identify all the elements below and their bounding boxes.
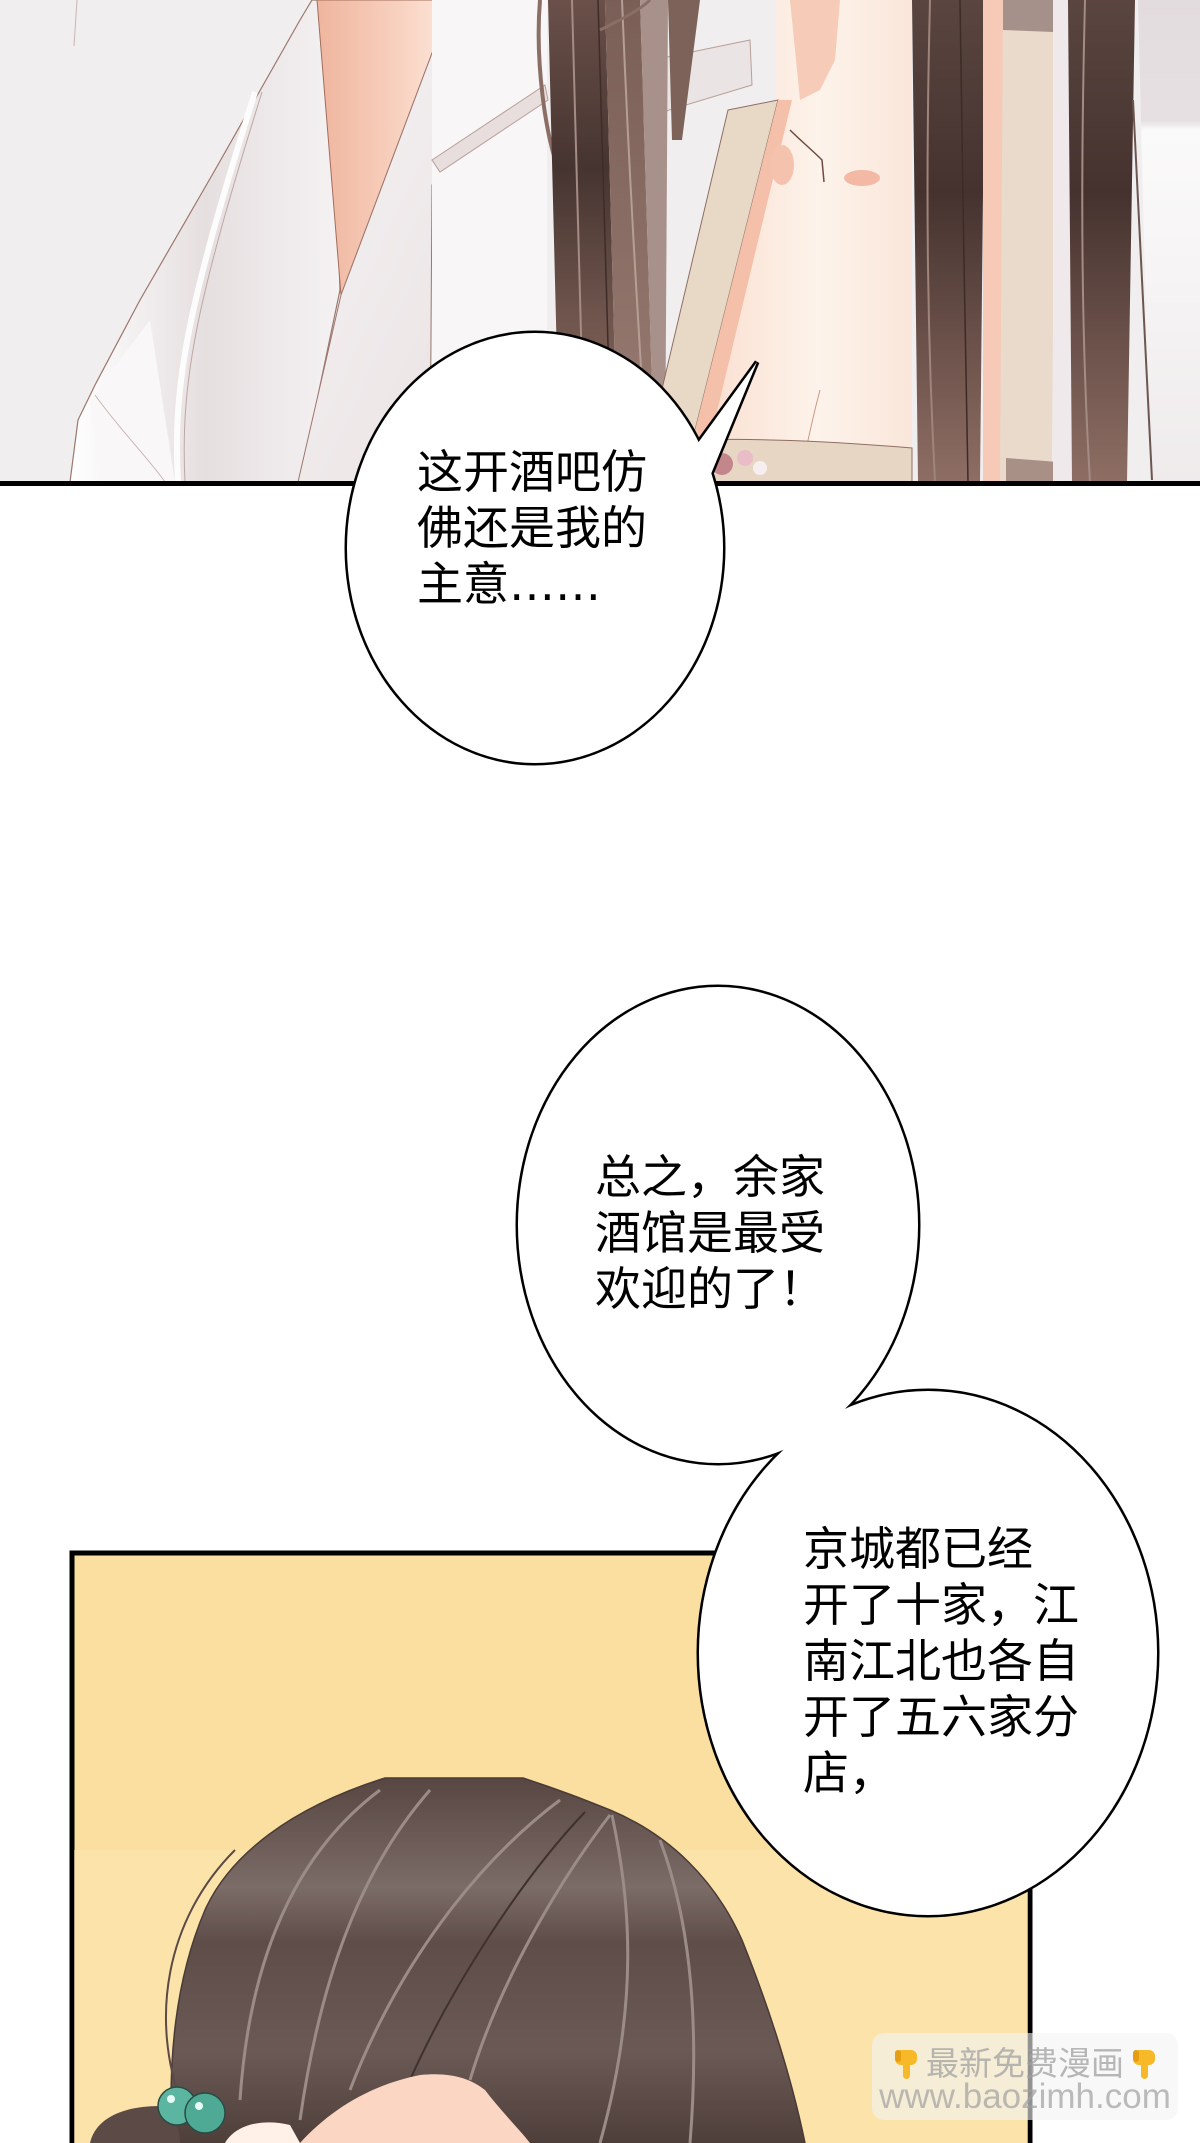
hair-strand-thin (1132, 99, 1153, 481)
character-hair (170, 1777, 806, 2143)
collar-band (639, 99, 779, 482)
sleeve-highlight (173, 91, 258, 482)
pointing-down-hand-icon (895, 2050, 917, 2079)
speech-bubble-1 (347, 333, 723, 763)
hair-strand-light (640, 0, 668, 482)
skin-strip (983, 0, 1003, 482)
neck-shadow (790, 0, 840, 100)
hair-highlight (348, 1798, 561, 2091)
hair-shadow-line (959, 0, 969, 482)
dialogue-line: 主意…… (417, 557, 601, 611)
speech-bubble-2 (518, 987, 918, 1463)
pointing-down-hand-icon (1133, 2050, 1155, 2079)
robe-pale-strip (1053, 0, 1072, 482)
hair-highlight (238, 1788, 381, 2101)
watermark-url: www.baozimh.com (879, 2077, 1171, 2116)
sleeve-crease (183, 91, 263, 482)
dialogue-line: 酒馆是最受 (595, 1206, 825, 1260)
speech-bubble-3-text: 京城都已经 开了十家，江 南江北也各自 开了五六家分 店， (803, 1521, 1079, 1801)
speech-bubble-1-tail (695, 362, 757, 474)
dialogue-line: 京城都已经 (803, 1522, 1033, 1576)
flower-pattern (737, 450, 753, 466)
chest-skin (680, 0, 912, 482)
speech-bubble-2-text: 总之，余家 酒馆是最受 欢迎的了！ (595, 1149, 825, 1317)
top-panel (0, 0, 1200, 482)
skin-blush (770, 145, 794, 185)
face-skin (300, 2074, 530, 2143)
hair-highlight (658, 1839, 696, 2143)
dialogue-line: 总之，余家 (595, 1150, 825, 1204)
skin-blush (844, 170, 880, 186)
bubble-fills (347, 333, 1157, 1915)
hair-bun (90, 2106, 180, 2143)
fold-line (73, 0, 78, 47)
sleeve-fold-line (94, 394, 166, 482)
dialogue-line: 佛还是我的 (417, 501, 647, 555)
robe-band-bottom (1006, 458, 1058, 482)
dialogue-line: 开了十家，江 (803, 1578, 1079, 1632)
skin-shade-strip (682, 100, 792, 482)
site-watermark: 最新免费漫画 www.baozimh.com (872, 2033, 1178, 2120)
dialogue-line: 这开酒吧仿 (417, 445, 647, 499)
bead-highlight (195, 2102, 203, 2110)
flower-pattern (753, 461, 767, 475)
face-skin-light (225, 2122, 300, 2143)
hair-strand (668, 0, 700, 140)
dialogue-line: 欢迎的了！ (595, 1262, 825, 1316)
hair-shadow-line (409, 1811, 586, 2081)
hair-highlight (468, 1814, 612, 2081)
hair-highlight (598, 1814, 630, 2143)
robe-strap (431, 84, 549, 173)
speech-bubble-1-text: 这开酒吧仿 佛还是我的 主意…… (417, 444, 647, 612)
hair-highlight (926, 0, 936, 482)
hair-loop (164, 1849, 236, 2106)
bead-highlight (167, 2095, 175, 2103)
watermark-title: 最新免费漫画 (926, 2044, 1124, 2083)
dialogue-line: 店， (803, 1746, 895, 1800)
dialogue-line: 开了五六家分 (803, 1690, 1079, 1744)
robe-band-shadow (1003, 0, 1053, 32)
sleeve-fold (90, 320, 175, 482)
hair-highlight (298, 1789, 432, 2121)
dialogue-line: 南江北也各自 (803, 1634, 1079, 1688)
hair-bead (184, 2092, 226, 2134)
collarbone-line (789, 129, 825, 183)
watermark-title-row: 最新免费漫画 (872, 2046, 1178, 2082)
speech-bubble-3 (699, 1391, 1157, 1915)
background-right (1138, 0, 1200, 482)
hair-ornament (599, 0, 652, 32)
hair-highlight (1081, 0, 1091, 482)
